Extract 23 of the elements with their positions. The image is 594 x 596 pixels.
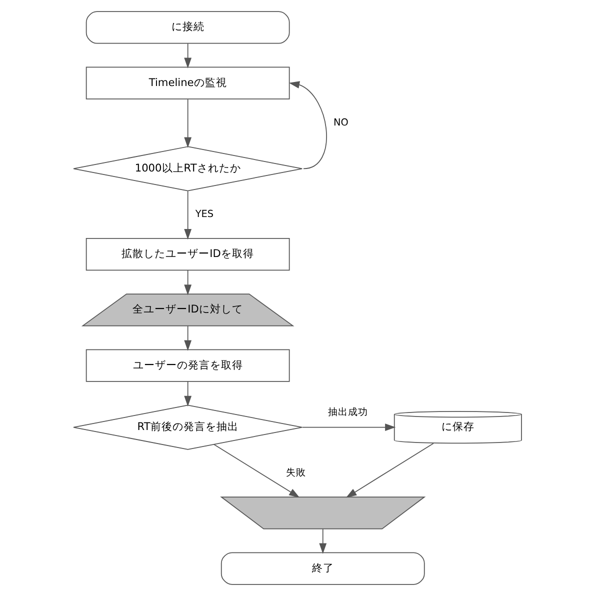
node-box: Timelineの監視 (85, 66, 290, 100)
node-diamond: RT前後の発言を抽出 (72, 404, 302, 450)
arrow (184, 381, 192, 406)
arrow (212, 444, 300, 498)
arrow (184, 190, 192, 240)
edge-label: 失敗 (286, 468, 306, 479)
arrow (184, 98, 192, 148)
arrow (184, 270, 192, 296)
edge-label: YES (194, 209, 214, 220)
edge-label: NO (332, 117, 348, 128)
edge-label: 抽出成功 (327, 406, 368, 418)
arrow (346, 442, 434, 498)
node-diamond: 1000以上RTされたか (72, 146, 302, 192)
arrow (184, 43, 192, 68)
arrow (288, 81, 326, 170)
node-box: に接続 (85, 11, 290, 44)
node-box: 終了 (220, 552, 424, 585)
node-trapezoid (220, 496, 426, 530)
arrow (301, 424, 396, 432)
node-box: ユーザーの発言を取得 (85, 349, 290, 382)
node-box: 拡散したユーザーIDを取得 (85, 238, 290, 271)
arrow (318, 528, 326, 554)
arrow (184, 326, 192, 351)
